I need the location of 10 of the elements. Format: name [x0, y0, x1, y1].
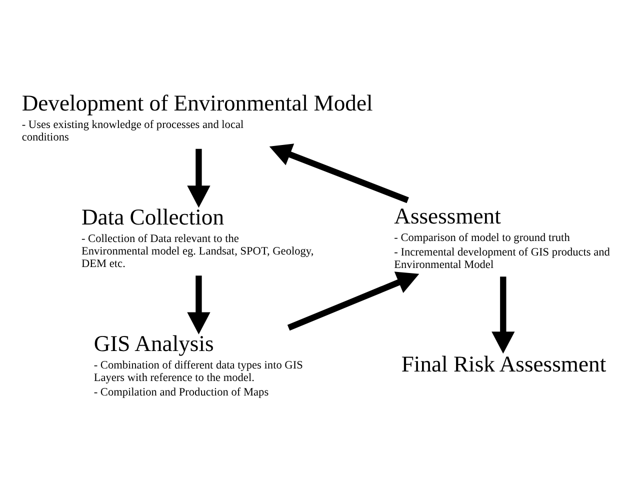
- arrow: [187, 148, 210, 208]
- node-text: Development of Environmental Model - Uses existing knowledge of processes and local conditions: [22, 90, 373, 143]
- node-text: Assessment - Comparison of model to ground truth - Incremental development of GIS products and Environmental Model: [394, 202, 610, 270]
- arrow: [287, 271, 420, 330]
- node-text: Final Risk Assessment: [401, 351, 606, 376]
- arrow: [269, 143, 409, 203]
- arrow: [187, 275, 210, 334]
- node-text: GIS Analysis - Combination of different data types into GIS Layers with reference to the model. - Compilation and Production of Maps: [94, 330, 303, 398]
- arrow: [492, 276, 515, 354]
- node-text: Data Collection - Collection of Data relevant to the Environmental model eg. Landsat, SPOT, Geology, DEM etc.: [81, 204, 314, 270]
